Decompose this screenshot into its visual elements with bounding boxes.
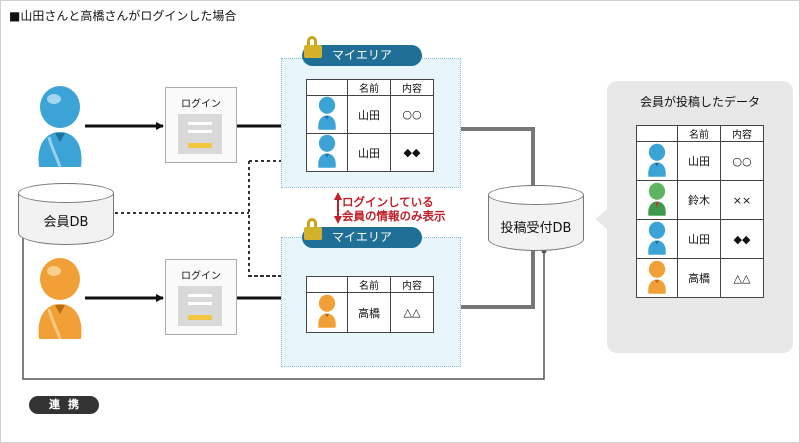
avatar-blue-icon bbox=[648, 143, 666, 177]
post-db: 投稿受付DB bbox=[488, 185, 584, 251]
page-title: ■山田さんと高橋さんがログインした場合 bbox=[9, 9, 237, 23]
cell-content: △△ bbox=[390, 292, 434, 333]
member-db: 会員DB bbox=[18, 183, 114, 245]
login-form-icon bbox=[178, 114, 222, 154]
avatar-blue-icon bbox=[648, 221, 666, 255]
header-name: 名前 bbox=[347, 276, 391, 293]
header-content: 内容 bbox=[390, 79, 434, 96]
cell-content: ○○ bbox=[720, 141, 764, 181]
gray-link-bottom bbox=[437, 249, 535, 312]
cell-name: 山田 bbox=[677, 141, 721, 181]
note-text: ログインしている 会員の情報のみ表示 bbox=[342, 195, 446, 223]
member-db-label: 会員DB bbox=[43, 215, 89, 230]
avatar-blue-icon bbox=[318, 134, 336, 168]
cell-content: ×× bbox=[720, 180, 764, 220]
note-line2: 会員の情報のみ表示 bbox=[342, 209, 446, 223]
header-content: 内容 bbox=[720, 125, 764, 142]
my-area-tag-bottom: マイエリア bbox=[302, 227, 422, 248]
login-label: ログイン bbox=[181, 271, 221, 282]
cell-name: 山田 bbox=[347, 133, 391, 172]
user-yamada-icon bbox=[38, 86, 82, 167]
cell-content: ◆◆ bbox=[390, 133, 434, 172]
renkei-badge: 連携 bbox=[29, 396, 99, 414]
login-label: ログイン bbox=[181, 99, 221, 110]
area-table-bottom: 名前 内容 高橋 △△ bbox=[306, 276, 434, 333]
cell-name: 高橋 bbox=[677, 258, 721, 298]
avatar-blue-icon bbox=[318, 96, 336, 130]
panel-table: 名前 内容 山田 ○○ 鈴木 ×× 山田 ◆◆ 高橋 △△ bbox=[636, 125, 764, 298]
header-name: 名前 bbox=[347, 79, 391, 96]
my-area-tag-top: マイエリア bbox=[302, 45, 422, 66]
login-box-takahashi: ログイン bbox=[165, 259, 237, 335]
cell-content: △△ bbox=[720, 258, 764, 298]
area-table-top: 名前 内容 山田 ○○ 山田 ◆◆ bbox=[306, 79, 434, 172]
header-name: 名前 bbox=[677, 125, 721, 142]
login-box-yamada: ログイン bbox=[165, 87, 237, 163]
panel-title: 会員が投稿したデータ bbox=[639, 95, 760, 109]
panel-pointer bbox=[595, 209, 607, 229]
renkei-line bbox=[22, 233, 545, 380]
avatar-orange-icon bbox=[318, 294, 336, 328]
avatar-orange-icon bbox=[648, 260, 666, 294]
cell-name: 山田 bbox=[677, 219, 721, 259]
header-content: 内容 bbox=[390, 276, 434, 293]
user-takahashi-icon bbox=[38, 258, 82, 339]
cell-name: 鈴木 bbox=[677, 180, 721, 220]
cell-name: 山田 bbox=[347, 95, 391, 134]
lock-icon bbox=[304, 218, 322, 240]
gray-link-top bbox=[437, 124, 535, 189]
post-db-label: 投稿受付DB bbox=[500, 221, 572, 236]
cell-name: 高橋 bbox=[347, 292, 391, 333]
avatar-green-icon bbox=[648, 182, 666, 216]
cell-content: ○○ bbox=[390, 95, 434, 134]
login-form-icon bbox=[178, 286, 222, 326]
cell-content: ◆◆ bbox=[720, 219, 764, 259]
lock-icon bbox=[304, 36, 322, 58]
note-line1: ログインしている bbox=[342, 195, 434, 209]
